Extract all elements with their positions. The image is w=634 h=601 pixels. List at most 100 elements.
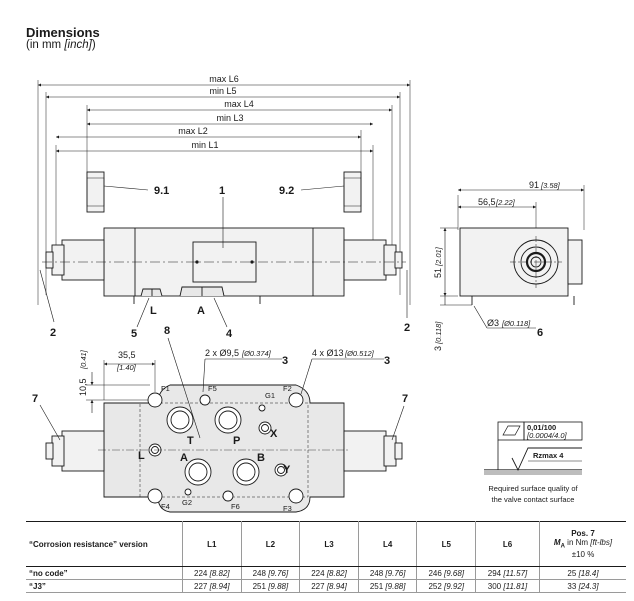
dim-dia-3: Ø3: [487, 318, 499, 328]
surface-note-line2: the valve contact surface: [492, 495, 575, 504]
table-cell: 251 [9.88]: [240, 579, 301, 593]
callout-1: 1: [219, 185, 225, 197]
col-l2: L2: [240, 521, 301, 567]
mounting-face-labels: 7 7 8 35,5 [1.40] 10,5 [0.41] 2 x Ø9,5 […: [32, 325, 408, 513]
end-view-labels: 91 [3.58] 56,5 [2.22] 51 [2.01] 3 [0.118…: [433, 180, 561, 351]
cell-mm: 33: [567, 581, 577, 591]
cell-inch: [8.82]: [209, 568, 230, 578]
cell-inch: [9.76]: [385, 568, 406, 578]
callout-7-right: 7: [402, 393, 408, 405]
cell-mm: 252: [428, 581, 442, 591]
cell-inch: [9.88]: [268, 581, 289, 591]
dim-min-l5: min L5: [209, 86, 236, 96]
dim-51-inch: [2.01]: [434, 246, 443, 267]
port-a: A: [180, 452, 188, 464]
port-x: X: [270, 428, 278, 440]
holes-9-5: 2 x Ø9,5: [205, 348, 239, 358]
cell-inch: [8.82]: [326, 568, 347, 578]
dim-91: 91: [529, 180, 539, 190]
col-l6: L6: [475, 521, 540, 567]
dim-35-5-inch: [1.40]: [116, 363, 137, 372]
dim-91-inch: [3.58]: [540, 181, 561, 190]
cell-mm: 227: [311, 581, 325, 591]
cell-mm: 248: [252, 568, 266, 578]
col-version: “Corrosion resistance” version: [26, 521, 183, 567]
label-f1: F1: [161, 384, 170, 393]
pos7-unit: MA in Nm [ft-lbs]: [553, 538, 613, 550]
table-cell: 251 [9.88]: [357, 579, 418, 593]
callout-4: 4: [226, 328, 233, 340]
cell-mm: 251: [252, 581, 266, 591]
callout-3-right: 3: [384, 355, 390, 367]
dim-51: 51: [433, 268, 443, 278]
holes-9-5-inch: [Ø0.374]: [241, 349, 272, 358]
cell-mm: 294: [487, 568, 502, 578]
callout-9-2: 9.2: [279, 185, 294, 197]
label-f2: F2: [283, 384, 292, 393]
row-version-name: “no code”: [26, 566, 183, 580]
cell-inch: [9.88]: [385, 581, 406, 591]
col-pos7: Pos. 7 MA in Nm [ft-lbs] ±10 %: [539, 521, 626, 567]
dim-10-5: 10,5: [78, 378, 88, 396]
dim-56-5: 56,5: [478, 197, 496, 207]
dim-min-l3: min L3: [216, 113, 243, 123]
cell-mm: 25: [567, 568, 577, 578]
subtitle-prefix: (in mm: [26, 39, 65, 51]
mounting-face-view: [45, 360, 403, 513]
dim-10-5-inch: [0.41]: [79, 349, 88, 370]
holes-13: 4 x Ø13: [312, 348, 344, 358]
port-p: P: [233, 435, 240, 447]
dimensions-table: “Corrosion resistance” version L1 L2 L3 …: [26, 521, 626, 593]
label-g1: G1: [265, 391, 275, 400]
dim-56-5-inch: [2.22]: [495, 198, 516, 207]
callout-5: 5: [131, 328, 137, 340]
table-cell: 224 [8.82]: [299, 566, 359, 580]
cell-mm: 248: [369, 568, 384, 578]
col-l4: L4: [357, 521, 418, 567]
table-cell: 246 [9.68]: [416, 566, 477, 580]
table-cell: 300 [11.81]: [475, 579, 540, 593]
page-subtitle: (in mm [inch]): [26, 39, 96, 51]
pos7-tolerance: ±10 %: [571, 549, 595, 559]
label-f5: F5: [208, 384, 217, 393]
dim-dia-3-inch: [Ø0.118]: [501, 319, 531, 328]
callout-8: 8: [164, 325, 170, 337]
cell-mm: 300: [487, 581, 502, 591]
table-cell: 227 [8.94]: [182, 579, 242, 593]
technical-drawing: max L6 min L5 max L4 min L3 max L2 min L…: [32, 74, 585, 513]
cell-inch: [18.4]: [578, 568, 599, 578]
table-header-row: “Corrosion resistance” version L1 L2 L3 …: [26, 521, 626, 567]
side-view: [37, 80, 411, 305]
callout-6: 6: [537, 327, 543, 339]
table-cell: 248 [9.76]: [240, 566, 301, 580]
table-cell: 227 [8.94]: [299, 579, 359, 593]
cell-inch: [24.3]: [578, 581, 599, 591]
cell-inch: [9.76]: [268, 568, 289, 578]
surface-note-line1: Required surface quality of: [488, 484, 578, 493]
port-b: B: [257, 452, 265, 464]
cell-inch: [9.92]: [444, 581, 465, 591]
subtitle-unit: [inch]: [64, 39, 92, 51]
port-label-a: A: [197, 305, 205, 317]
table-cell: 33 [24.3]: [539, 579, 626, 593]
label-f3: F3: [283, 504, 292, 513]
cell-inch: [11.81]: [503, 581, 528, 591]
surface-quality-labels: 0,01/100 [0.0004/4.0] Rzmax 4 Required s…: [488, 423, 578, 504]
table-row: “J3”227 [8.94]251 [9.88]227 [8.94]251 [9…: [26, 579, 626, 593]
flatness-value-inch: [0.0004/4.0]: [526, 431, 568, 440]
side-view-labels: max L6 min L5 max L4 min L3 max L2 min L…: [39, 74, 410, 340]
cell-mm: 251: [369, 581, 384, 591]
pos7-title: Pos. 7: [571, 529, 595, 539]
callout-2-left: 2: [50, 327, 56, 339]
dim-35-5: 35,5: [118, 350, 136, 360]
cell-inch: [11.57]: [503, 568, 528, 578]
dim-min-l1: min L1: [191, 140, 218, 150]
dim-max-l6: max L6: [209, 74, 239, 84]
label-f4: F4: [161, 502, 170, 511]
page-title: Dimensions: [26, 25, 100, 40]
cell-inch: [8.94]: [209, 581, 230, 591]
dim-max-l2: max L2: [178, 126, 208, 136]
port-l: L: [138, 450, 145, 462]
label-g2: G2: [182, 498, 192, 507]
row-version-name: “J3”: [26, 579, 183, 593]
